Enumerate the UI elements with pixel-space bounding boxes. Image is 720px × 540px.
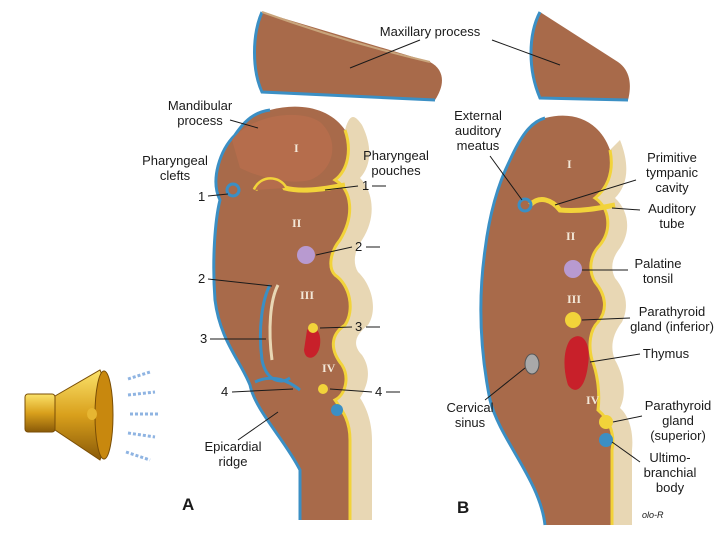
- external-label-3: meatus: [457, 138, 500, 153]
- panel-a-diagram: I II III IV Maxillary process Mandibular…: [142, 11, 481, 521]
- clefts-label-1: Pharyngeal: [142, 153, 208, 168]
- epicardial-label-1: Epicardial: [204, 439, 261, 454]
- arch-label-ii-b: II: [566, 229, 576, 243]
- ultimo-label-2: branchial: [644, 465, 697, 480]
- parathyroid-superior-label-1: Parathyroid: [645, 398, 711, 413]
- cleft-number-3: 3: [200, 331, 207, 346]
- panel-letter-b: B: [457, 498, 469, 517]
- palatine-label-1: Palatine: [635, 256, 682, 271]
- pouch-number-4: 4: [375, 384, 382, 399]
- maxillary-process-a: [254, 12, 442, 100]
- ultimobranchial-a: [331, 404, 343, 416]
- auditory-tube-label-1: Auditory: [648, 201, 696, 216]
- panel-b-diagram: I II III IV External auditory meatus Pri…: [447, 11, 714, 526]
- parathyroid-superior-label-2: gland: [662, 413, 694, 428]
- cervical-sinus-b: [524, 353, 540, 375]
- ultimobranchial-b: [599, 433, 613, 447]
- parathyroid-superior-b: [599, 415, 613, 429]
- arch-label-iv-a: IV: [322, 361, 336, 375]
- pouch-number-3: 3: [355, 319, 362, 334]
- mandibular-label-2: process: [177, 113, 223, 128]
- pouch-side-b: [590, 140, 633, 525]
- tympanic-label-1: Primitive: [647, 150, 697, 165]
- external-label-2: auditory: [455, 123, 502, 138]
- cleft-number-4: 4: [221, 384, 228, 399]
- artist-signature: olo-R: [642, 510, 664, 520]
- clefts-label-2: clefts: [160, 168, 191, 183]
- maxillary-process-b: [531, 12, 630, 100]
- tympanic-label-3: cavity: [655, 180, 689, 195]
- thymus-b: [564, 336, 589, 390]
- parathyroid-inferior-b: [565, 312, 581, 328]
- ultimo-label-3: body: [656, 480, 685, 495]
- arch-label-iv-b: IV: [586, 393, 600, 407]
- speaker-icon[interactable]: [24, 369, 158, 462]
- palatine-label-2: tonsil: [643, 271, 673, 286]
- arch-body-b: [480, 115, 613, 525]
- cervical-label-2: sinus: [455, 415, 486, 430]
- arch-label-iii-b: III: [567, 292, 581, 306]
- thymus-label: Thymus: [643, 346, 690, 361]
- cervical-label-1: Cervical: [447, 400, 494, 415]
- pouch-number-1: 1: [362, 178, 369, 193]
- arch-label-i-a: I: [294, 141, 299, 155]
- palatine-tonsil-a: [297, 246, 315, 264]
- cleft-number-1: 1: [198, 189, 205, 204]
- epicardial-label-2: ridge: [219, 454, 248, 469]
- pouch-number-2: 2: [355, 239, 362, 254]
- external-label-1: External: [454, 108, 502, 123]
- pouches-label-1: Pharyngeal: [363, 148, 429, 163]
- palatine-tonsil-b: [564, 260, 582, 278]
- parathyroid-inferior-label-1: Parathyroid: [639, 304, 705, 319]
- cleft-number-2: 2: [198, 271, 205, 286]
- auditory-tube-label-2: tube: [659, 216, 684, 231]
- tympanic-label-2: tympanic: [646, 165, 699, 180]
- mandibular-label-1: Mandibular: [168, 98, 233, 113]
- arch-label-ii-a: II: [292, 216, 302, 230]
- thymus-a: [304, 327, 321, 358]
- parathyroid-superior-label-3: (superior): [650, 428, 706, 443]
- arch-label-iii-a: III: [300, 288, 314, 302]
- pouches-label-2: pouches: [371, 163, 421, 178]
- pouch-side-a: [330, 116, 373, 521]
- parathyroid-inferior-label-2: gland (inferior): [630, 319, 714, 334]
- arch-label-i-b: I: [567, 157, 572, 171]
- ultimo-label-1: Ultimo-: [649, 450, 690, 465]
- arch-body-a: [213, 106, 351, 521]
- panel-letter-a: A: [182, 495, 194, 514]
- maxillary-label-a: Maxillary process: [380, 24, 481, 39]
